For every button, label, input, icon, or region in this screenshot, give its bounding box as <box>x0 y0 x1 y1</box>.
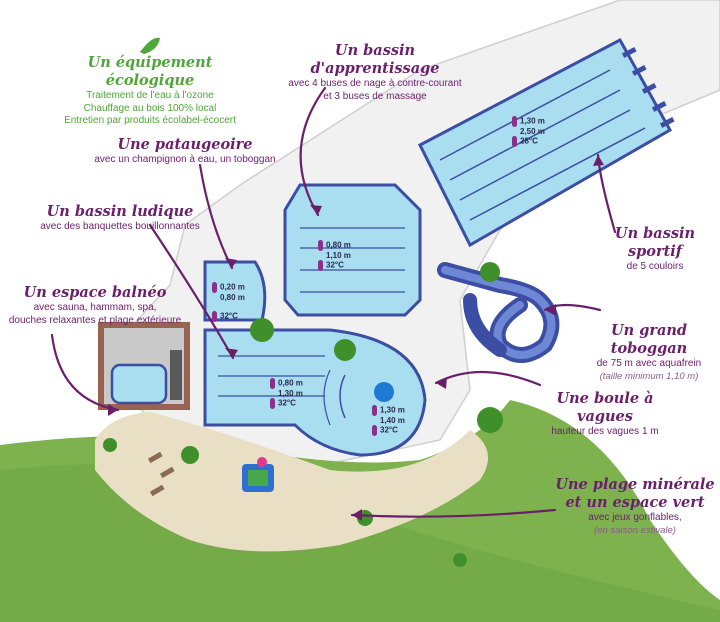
plage-line-1: avec jeux gonflables, <box>588 512 682 524</box>
plage-title-2: et un espace vert <box>565 494 705 512</box>
pataugeoire-callout: Une pataugeoire avec un champignon à eau… <box>85 136 285 167</box>
apprentissage-title: Un bassin d'apprentissage <box>310 42 440 78</box>
apprentissage-temp: 32°C <box>326 260 344 270</box>
ludique-title: Un bassin ludique <box>46 203 194 220</box>
eco-title: Un équipement écologique <box>87 54 213 90</box>
inflatable-game <box>242 457 274 492</box>
ludique-callout: Un bassin ludique avec des banquettes bo… <box>30 203 210 234</box>
ludique-line-1: avec des banquettes bouillonnantes <box>40 221 200 233</box>
balneo-building <box>98 322 190 410</box>
arrow-heads <box>108 155 604 521</box>
vagues-depths: 1,30 m 1,40 m 32°C <box>372 405 405 437</box>
sportif-line-1: de 5 couloirs <box>626 261 684 273</box>
plage-note: (en saison estivale) <box>594 524 676 536</box>
balneo-line-1: avec sauna, hammam, spa, <box>33 302 157 314</box>
vagues-depth-2: 1,40 m <box>380 416 405 425</box>
apprentissage-line-1: avec 4 buses de nage à contre-courant <box>288 78 462 90</box>
sunbeds <box>147 451 175 497</box>
depth-gauge-icon <box>372 405 377 416</box>
eco-line-3: Entretien par produits écolabel-écocert <box>64 115 236 127</box>
ludique-depth-2: 1,30 m <box>278 389 303 398</box>
sportif-depth-1: 1,30 m <box>520 116 545 126</box>
depth-gauge-icon <box>270 378 275 389</box>
sport-pool <box>418 37 675 248</box>
pataugeoire-depth-1: 0,20 m <box>220 282 245 292</box>
balneo-callout: Un espace balnéo avec sauna, hammam, spa… <box>0 284 190 327</box>
toboggan-line-1: de 75 m avec aquafrein <box>596 358 702 370</box>
sportif-depths: 1,30 m 2,50 m 28°C <box>512 116 545 148</box>
balneo-title: Un espace balnéo <box>23 284 167 301</box>
ludique-depth-1: 0,80 m <box>278 378 303 388</box>
vagues-depth-1: 1,30 m <box>380 405 405 415</box>
thermometer-icon <box>212 311 217 323</box>
depth-gauge-icon <box>212 282 217 293</box>
toboggan-note: (taille minimum 1,10 m) <box>599 370 699 382</box>
thermometer-icon <box>372 425 377 437</box>
pataugeoire-line-1: avec un champignon à eau, un toboggan <box>94 154 276 166</box>
thermometer-icon <box>512 136 517 148</box>
vagues-callout: Une boule à vagues hauteur des vagues 1 … <box>530 390 680 439</box>
eco-line-1: Traitement de l'eau à l'ozone <box>86 90 214 102</box>
leisure-pool <box>203 328 427 457</box>
plage-callout: Une plage minérale et un espace vert ave… <box>555 476 715 537</box>
pataugeoire-temp: 32°C <box>220 311 238 321</box>
eco-callout: Un équipement écologique Traitement de l… <box>60 54 240 128</box>
sportif-callout: Un bassin sportif de 5 couloirs <box>590 225 720 274</box>
pataugeoire-title: Une pataugeoire <box>117 136 253 153</box>
palm-trees <box>103 262 503 567</box>
sportif-temp: 28°C <box>520 136 538 146</box>
vagues-temp: 32°C <box>380 425 398 435</box>
ludique-temp: 32°C <box>278 398 296 408</box>
apprentissage-line-2: et 3 buses de massage <box>323 90 427 102</box>
pataugeoire-depths: 0,20 m 0,80 m 32°C <box>212 282 245 323</box>
thermometer-icon <box>318 260 323 272</box>
leaf-icon <box>140 37 160 54</box>
sportif-depth-2: 2,50 m <box>520 127 545 136</box>
apprentissage-depths: 0,80 m 1,10 m 32°C <box>318 240 351 272</box>
pataugeoire-depth-2: 0,80 m <box>220 293 245 302</box>
vagues-title: Une boule à vagues <box>556 390 654 426</box>
depth-gauge-icon <box>512 116 517 127</box>
apprentissage-depth-2: 1,10 m <box>326 251 351 260</box>
apprentissage-depth-1: 0,80 m <box>326 240 351 250</box>
toboggan-callout: Un grand toboggan de 75 m avec aquafrein… <box>578 322 720 383</box>
learning-pool <box>283 183 422 317</box>
depth-gauge-icon <box>318 240 323 251</box>
apprentissage-callout: Un bassin d'apprentissage avec 4 buses d… <box>275 42 475 103</box>
eco-line-2: Chauffage au bois 100% local <box>83 102 217 114</box>
vagues-line-1: hauteur des vagues 1 m <box>551 426 659 438</box>
plage-title-1: Une plage minérale <box>555 476 715 493</box>
toboggan-title: Un grand toboggan <box>610 322 688 358</box>
balneo-line-2: douches relaxantes et plage extérieure <box>8 314 182 326</box>
sportif-title: Un bassin sportif <box>614 225 696 261</box>
thermometer-icon <box>270 398 275 410</box>
ludique-depths: 0,80 m 1,30 m 32°C <box>270 378 303 410</box>
water-slide <box>437 262 560 363</box>
